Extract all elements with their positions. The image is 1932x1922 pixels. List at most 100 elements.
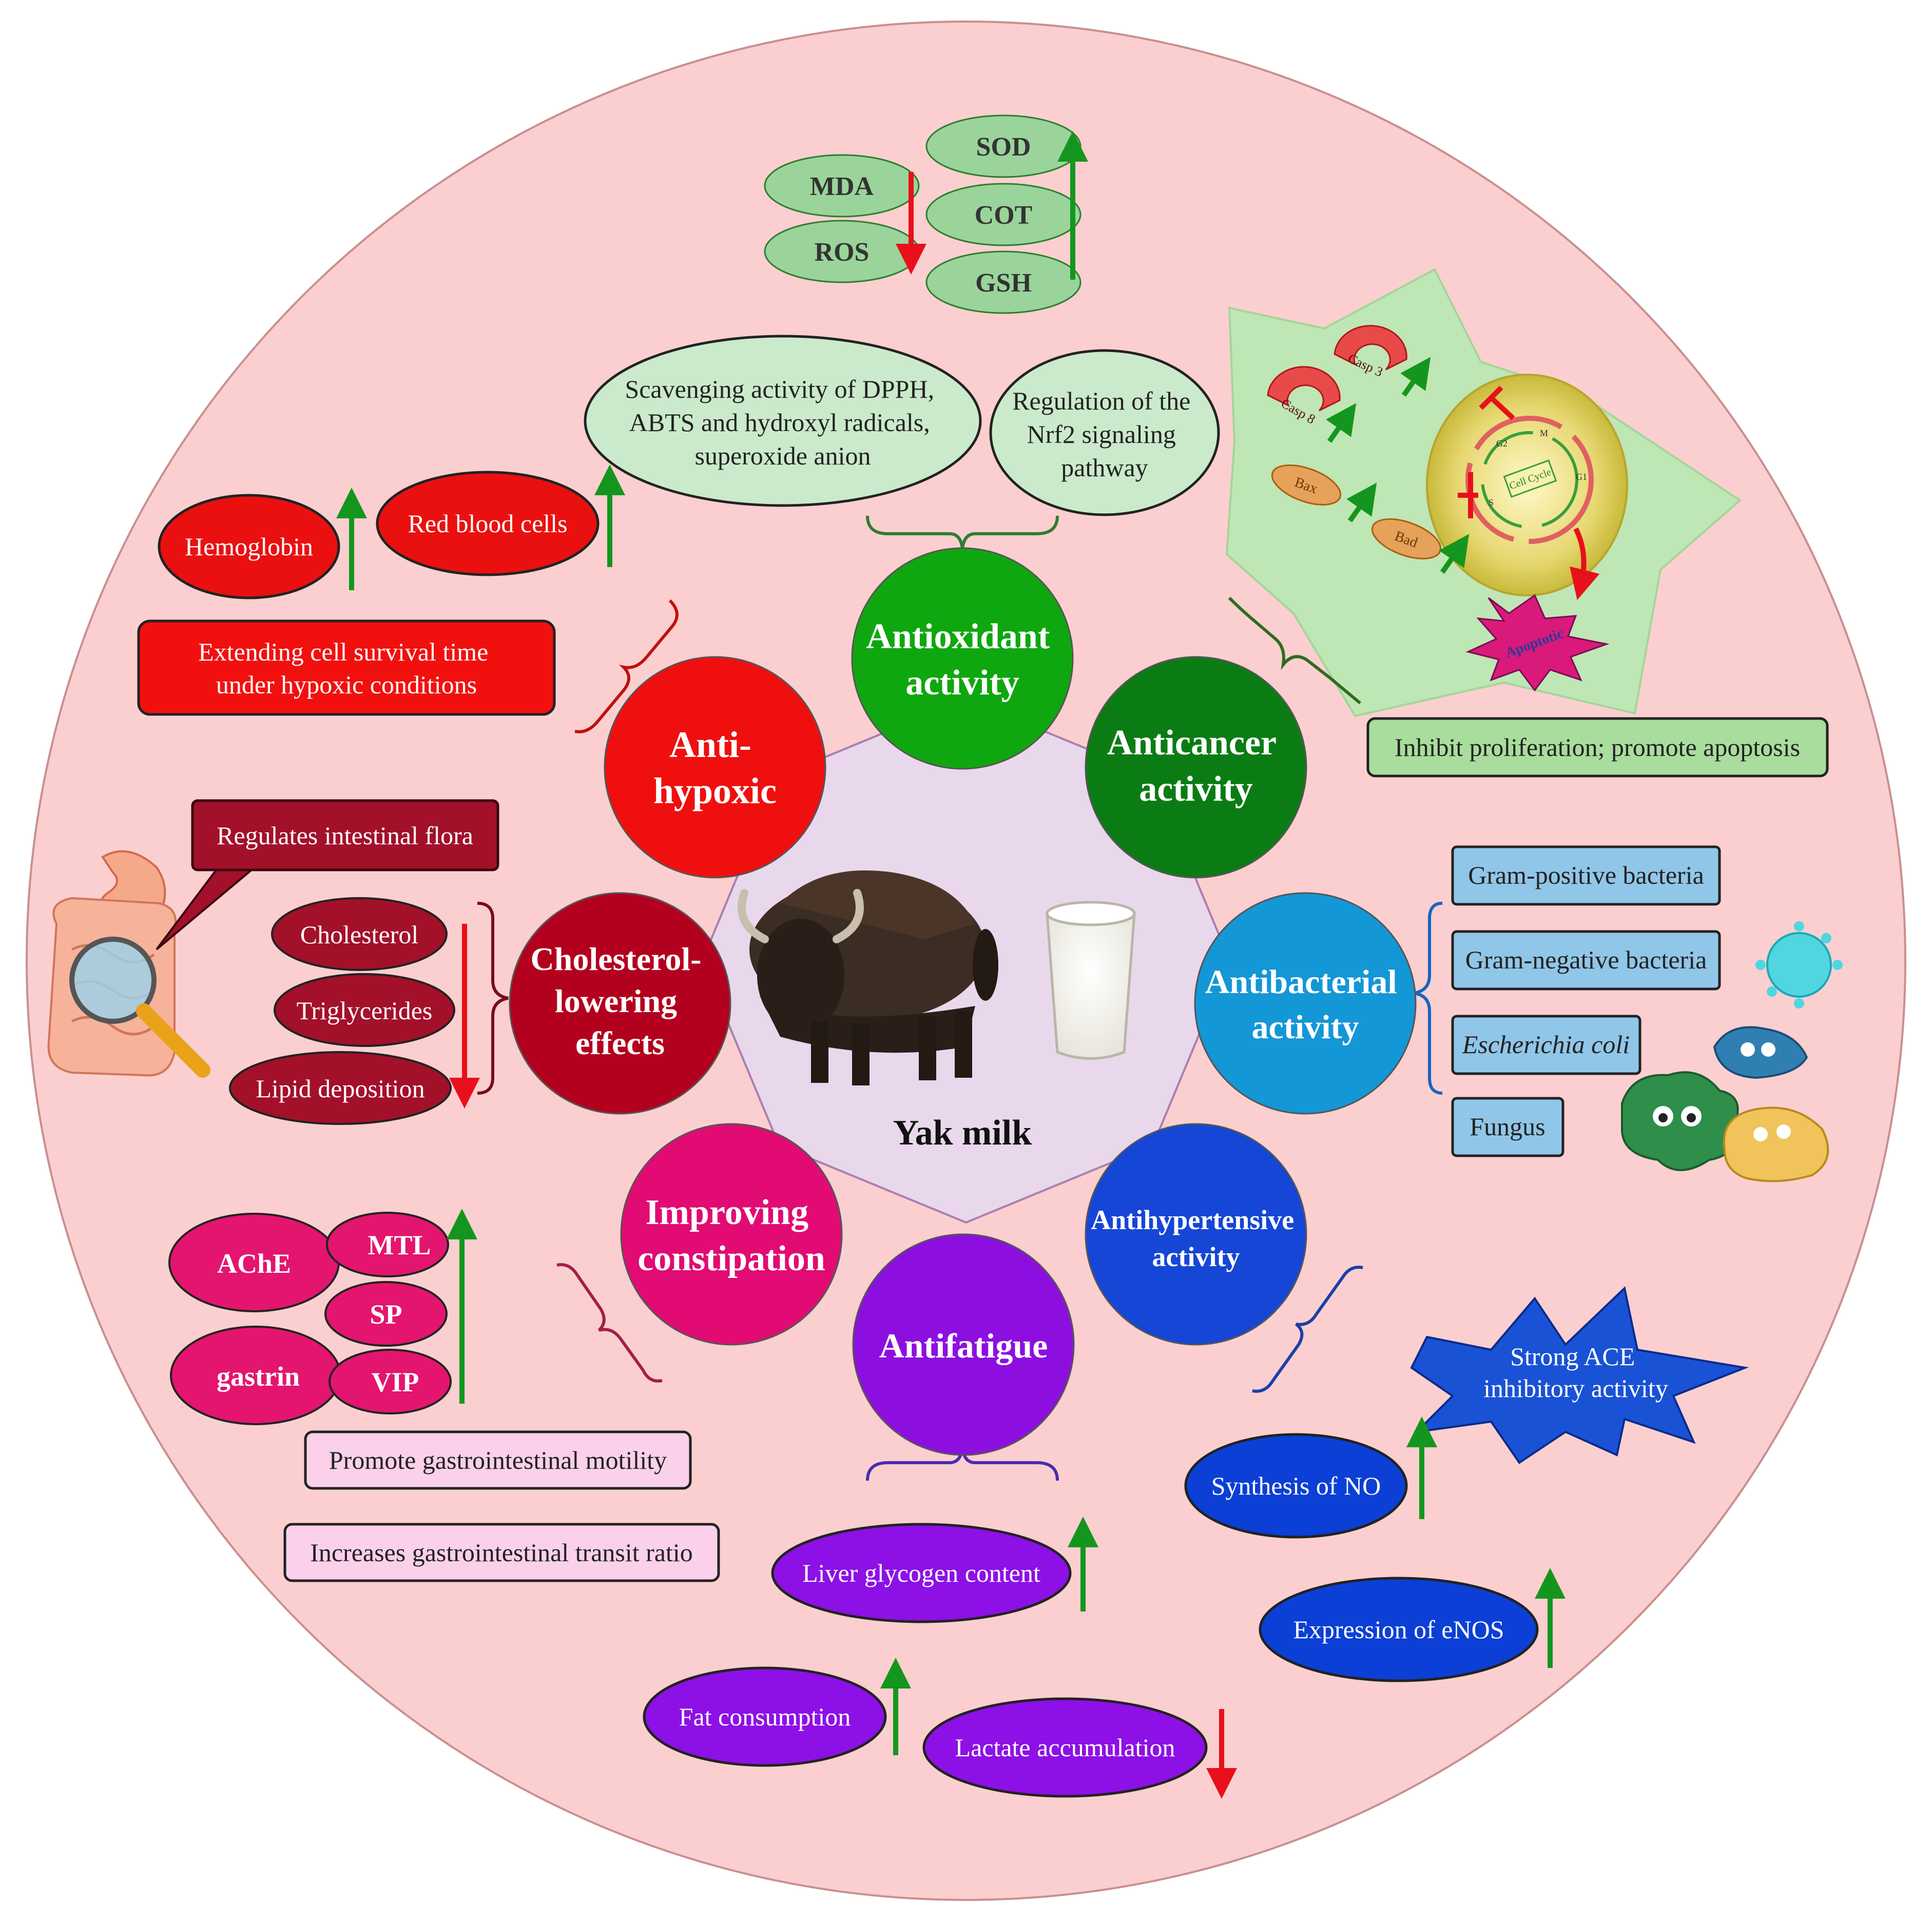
hub-antifatigue-label: Antifatigue xyxy=(879,1326,1048,1365)
motility-text: Promote gastrointestinal motility xyxy=(329,1446,667,1474)
center-label: Yak milk xyxy=(893,1113,1032,1153)
hub-antioxidant-line1: Antioxidant xyxy=(866,617,1050,656)
yak-tail xyxy=(973,929,998,1001)
hub-cholesterol-circle xyxy=(509,892,731,1115)
apoptotic-burst-icon xyxy=(1465,594,1610,692)
hemoglobin-text: Hemoglobin xyxy=(185,532,313,561)
survival-line2: under hypoxic conditions xyxy=(216,670,477,699)
rbc-box xyxy=(376,471,600,576)
m-label: M xyxy=(1540,428,1548,438)
virus-icon xyxy=(1766,932,1832,998)
hub-antibacterial: Antibacterial activity xyxy=(1194,892,1417,1115)
survival-box xyxy=(137,619,556,716)
antibacterial-targets: Gram-positive bacteria Gram-negative bac… xyxy=(1451,845,1721,1157)
ros-label: ROS xyxy=(815,238,870,267)
hub-antihypertensive-line1: Antihypertensive xyxy=(1091,1205,1294,1235)
nrf2-line1: Regulation of the xyxy=(1012,386,1190,415)
survival-line1: Extending cell survival time xyxy=(198,637,488,666)
inhibit-mark-top xyxy=(1479,385,1515,420)
motility-box xyxy=(304,1430,692,1490)
hub-antioxidant-label: Antioxidant activity xyxy=(866,617,1058,703)
fat-text: Fat consumption xyxy=(679,1702,851,1731)
sp-label: SP xyxy=(370,1299,402,1330)
lactate-text: Lactate accumulation xyxy=(955,1733,1175,1762)
hub-antihypertensive-line2: activity xyxy=(1152,1241,1240,1272)
intestinal-flora-callout xyxy=(191,799,499,871)
antihypertensive-brace xyxy=(1252,1266,1363,1393)
bax-icon xyxy=(1271,464,1342,506)
virus-spike-icon xyxy=(1832,960,1843,970)
ace-text: Strong ACE inhibitory activity xyxy=(1483,1342,1668,1403)
hub-constipation: Improving constipation xyxy=(620,1123,843,1346)
mda-marker xyxy=(764,154,920,218)
sod-label: SOD xyxy=(976,132,1031,162)
hub-antioxidant: Antioxidant activity xyxy=(851,547,1074,770)
no-synthesis-box xyxy=(1184,1433,1408,1539)
enos-box xyxy=(1259,1577,1539,1682)
magnifier-lens-icon xyxy=(69,937,157,1024)
gastrin-label: gastrin xyxy=(217,1361,300,1392)
virus-spike-icon xyxy=(1821,933,1831,943)
arrow-up-icon xyxy=(1326,403,1357,443)
hub-antihypertensive-circle xyxy=(1085,1123,1307,1346)
intestinal-flora-text: Regulates intestinal flora xyxy=(217,821,473,850)
gsh-marker xyxy=(925,250,1081,314)
mtl-marker xyxy=(326,1212,449,1277)
yak-hump xyxy=(780,870,975,939)
arrow-up-icon xyxy=(1439,534,1470,574)
antioxidant-markers: MDA ROS SOD COT GSH xyxy=(764,114,1088,314)
vip-label: VIP xyxy=(372,1367,419,1397)
cholesterol-text: Cholesterol xyxy=(300,920,419,949)
yak-leg xyxy=(919,1016,936,1080)
yak-leg xyxy=(852,1024,870,1085)
scavenging-line3: superoxide anion xyxy=(695,441,871,470)
ace-line2: inhibitory activity xyxy=(1483,1374,1668,1403)
lactate-box xyxy=(922,1697,1208,1798)
hub-antifatigue-circle xyxy=(852,1233,1075,1456)
mtl-label: MTL xyxy=(368,1230,431,1260)
gram-negative-text: Gram-negative bacteria xyxy=(1465,945,1707,974)
yak-illustration xyxy=(738,870,998,1085)
fungus-box xyxy=(1451,1097,1564,1157)
cot-label: COT xyxy=(975,201,1033,230)
cell-cycle-tag xyxy=(1503,459,1557,498)
glass-rim xyxy=(1046,901,1136,926)
scavenging-line1: Scavenging activity of DPPH, xyxy=(625,375,934,403)
ecoli-box xyxy=(1451,1015,1641,1075)
casp8-icon xyxy=(1267,366,1341,412)
triglycerides-box xyxy=(274,973,455,1047)
hub-antihypoxic-line2: hypoxic xyxy=(653,770,777,811)
hub-cholesterol-line3: effects xyxy=(575,1025,665,1061)
glycogen-text: Liver glycogen content xyxy=(802,1559,1040,1587)
anticancer-summary-text: Inhibit proliferation; promote apoptosis xyxy=(1395,733,1800,762)
nrf2-line3: pathway xyxy=(1061,453,1148,482)
hemoglobin-box xyxy=(158,494,340,599)
mda-label: MDA xyxy=(810,172,874,201)
blue-bacterium-icon xyxy=(1713,1026,1808,1079)
hub-antihypertensive-label: Antihypertensive activity xyxy=(1091,1205,1301,1272)
anticancer-summary-box xyxy=(1366,717,1829,778)
hub-constipation-line1: Improving xyxy=(645,1193,808,1232)
sp-marker xyxy=(324,1281,448,1347)
virus-spike-icon xyxy=(1755,960,1766,970)
bacterium-pupil-icon xyxy=(1687,1113,1696,1122)
hub-antifatigue: Antifatigue xyxy=(852,1233,1075,1456)
hub-anticancer-line2: activity xyxy=(1139,769,1253,809)
virus-spike-icon xyxy=(1767,986,1777,997)
hub-cholesterol-label: Cholesterol- lowering effects xyxy=(531,941,710,1061)
constipation-brace xyxy=(556,1263,663,1383)
hub-antioxidant-circle xyxy=(851,547,1074,770)
yak-leg xyxy=(955,1011,972,1078)
bacterium-eye-icon xyxy=(1753,1127,1768,1141)
antihypoxic-brace xyxy=(574,599,679,733)
g2-label: G2 xyxy=(1496,438,1508,449)
magnifier-handle-icon xyxy=(136,1003,210,1078)
gsh-label: GSH xyxy=(975,268,1032,298)
cell-illustration: Cell Cycle G2 M G1 S Casp 3 Casp 8 Bax B… xyxy=(1225,268,1742,717)
microbe-illustrations xyxy=(1621,921,1843,1182)
glass-body xyxy=(1046,912,1136,1060)
arrow-up-icon xyxy=(1400,357,1431,397)
yellow-bacterium-icon xyxy=(1723,1106,1829,1182)
lipid-deposition-text: Lipid deposition xyxy=(256,1074,424,1103)
hub-anticancer-label: Anticancer activity xyxy=(1107,723,1285,809)
